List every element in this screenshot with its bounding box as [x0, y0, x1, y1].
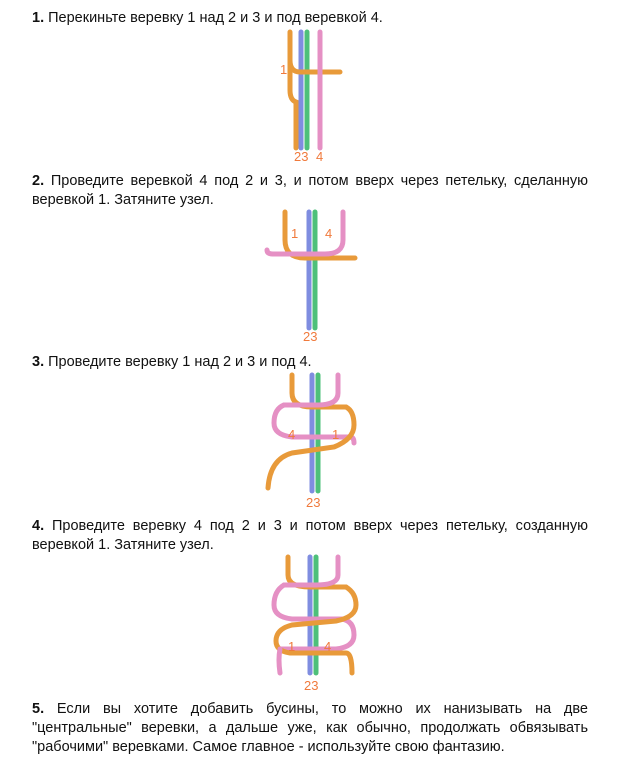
step-1-label-left: 1 [280, 62, 287, 77]
cord-4-top [281, 554, 341, 588]
step-2-label-left: 1 [291, 226, 298, 241]
step-5-description: Если вы хотите добавить бусины, то можно… [32, 701, 588, 755]
step-3-number: 3. [32, 354, 45, 370]
step-1-description: Перекиньте веревку 1 над 2 и 3 и под вер… [44, 10, 383, 26]
step-3-diagram: 4 1 23 [265, 372, 357, 510]
cord-1 [273, 584, 359, 676]
step-3-label-left: 4 [288, 427, 295, 442]
step-1-label-bottom-center: 23 [294, 149, 308, 164]
step-4-number: 4. [32, 518, 45, 534]
cord-4-end [264, 247, 276, 257]
cord-1 [287, 29, 343, 75]
step-2-label-bottom-center: 23 [303, 329, 317, 344]
step-3-label-bottom-center: 23 [306, 495, 320, 510]
step-1-number: 1. [32, 10, 45, 26]
step-1-text: 1. Перекиньте веревку 1 над 2 и 3 и под … [32, 9, 588, 28]
step-2-text: 2. Проведите веревкой 4 под 2 и 3, и пот… [32, 172, 588, 210]
step-4-text: 4. Проведите веревку 4 под 2 и 3 и потом… [32, 517, 588, 555]
step-3-label-right: 1 [332, 427, 339, 442]
step-4-diagram: 1 4 23 [271, 554, 359, 693]
step-2-number: 2. [32, 173, 45, 189]
step-5-text: 5. Если вы хотите добавить бусины, то мо… [32, 700, 588, 757]
cord-4 [271, 402, 357, 446]
step-2-label-right: 4 [325, 226, 332, 241]
step-5-number: 5. [32, 701, 45, 717]
cord-1 [265, 404, 357, 491]
cord-1-lower [287, 57, 299, 151]
step-1-label-bottom-right: 4 [316, 149, 323, 164]
step-4-label-right: 4 [324, 639, 331, 654]
step-4-description: Проведите веревку 4 под 2 и 3 и потом вв… [32, 518, 588, 553]
step-4-label-bottom-center: 23 [304, 678, 318, 693]
cord-4 [270, 209, 346, 257]
step-1-diagram: 1 23 4 [280, 29, 343, 164]
step-3-description: Проведите веревку 1 над 2 и 3 и под 4. [44, 354, 312, 370]
step-3-text: 3. Проведите веревку 1 над 2 и 3 и под 4… [32, 353, 588, 372]
cord-4-end [276, 646, 283, 676]
step-2-diagram: 1 4 23 [264, 209, 358, 344]
step-4-label-left: 1 [288, 639, 295, 654]
step-2-description: Проведите веревкой 4 под 2 и 3, и потом … [32, 173, 588, 208]
cord-4-top [281, 372, 341, 408]
